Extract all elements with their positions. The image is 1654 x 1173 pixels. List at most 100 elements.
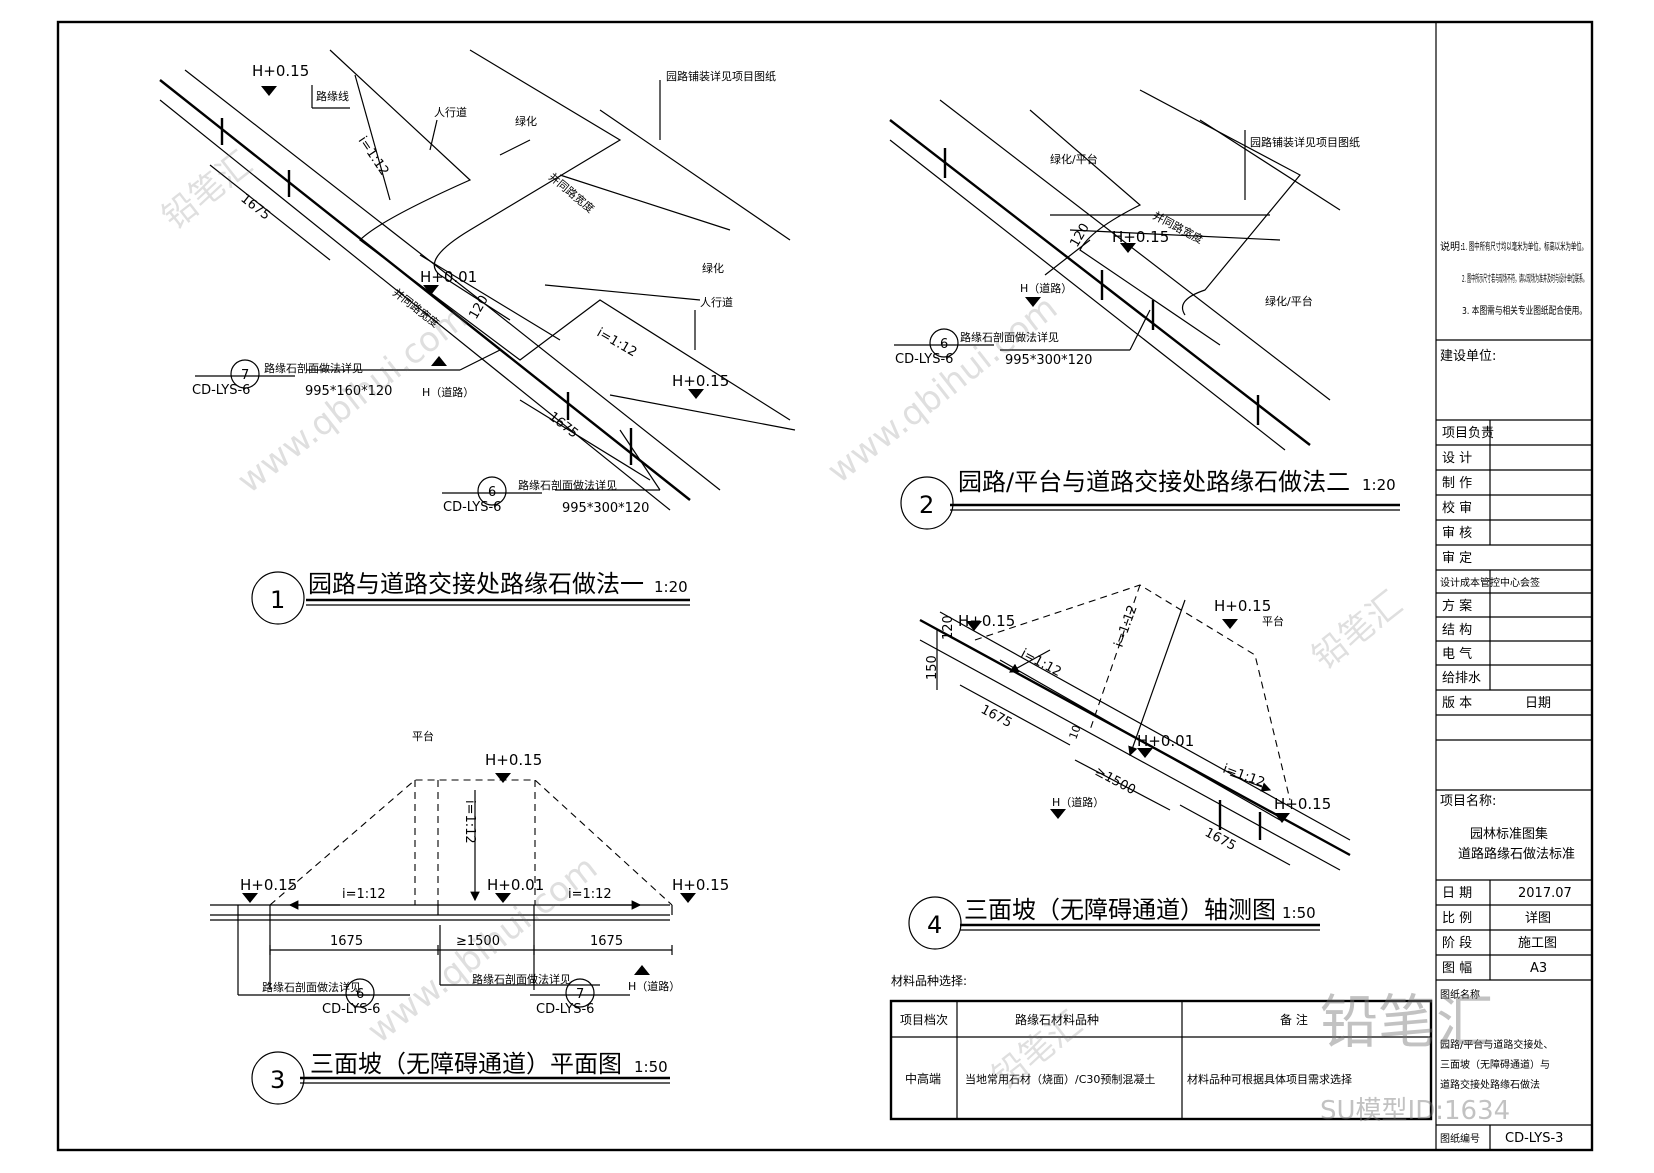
detail-4: 平台 H+0.15 H+0.15 H+0.01 H+0.15 i=1:12 i=… xyxy=(908,584,1351,950)
d3-num: 3 xyxy=(270,1066,285,1094)
d4-title: 三面坡（无障碍通道）轴测图 xyxy=(964,896,1276,924)
tb-discipline-1: 结 构 xyxy=(1442,623,1472,638)
d2-scale: 1:20 xyxy=(1362,476,1396,494)
d1-green-a: 绿化 xyxy=(515,114,537,128)
tb-version: 版 本 xyxy=(1442,696,1472,711)
tb-row-4: 审 核 xyxy=(1442,526,1472,541)
d1-sidewalk-b: 人行道 xyxy=(700,295,733,309)
d3-h-mid: H+0.01 xyxy=(487,876,544,894)
d2-h-015: H+0.15 xyxy=(1112,228,1169,246)
tb-drawing-name-label: 图纸名称 xyxy=(1440,988,1480,1001)
tb-project-name-1: 园林标准图集 xyxy=(1470,826,1548,842)
d2-green-a: 绿化/平台 xyxy=(1050,152,1098,166)
d4-dim-10: 10 xyxy=(1067,723,1084,741)
tb-discipline-2: 电 气 xyxy=(1442,646,1472,662)
d3-platform: 平台 xyxy=(412,729,434,743)
d1-ref6-note: 路缘石剖面做法详见 xyxy=(518,478,617,492)
materials-table: 材料品种选择: 项目档次 路缘石材料品种 备 注 中高端 当地常用石材（烧面）/… xyxy=(889,974,1433,1121)
d1-ref6-code: CD-LYS-6 xyxy=(443,500,501,515)
d4-scale: 1:50 xyxy=(1282,904,1316,922)
d1-paving-note: 园路铺装详见项目图纸 xyxy=(666,69,776,83)
d3-ref7-code: CD-LYS-6 xyxy=(536,1002,594,1017)
materials-row-note: 材料品种可根据具体项目需求选择 xyxy=(1187,1072,1352,1086)
d3-h-left: H+0.15 xyxy=(240,876,297,894)
d3-h-top: H+0.15 xyxy=(485,751,542,769)
tb-row-3: 校 审 xyxy=(1442,500,1472,516)
d4-dim-a: 1675 xyxy=(978,702,1014,731)
d3-title: 三面坡（无障碍通道）平面图 xyxy=(310,1050,622,1078)
tb-note1: 1. 图中所有尺寸均以毫米为单位，标高以米为单位。 xyxy=(1462,240,1587,253)
d1-ref7-note: 路缘石剖面做法详见 xyxy=(264,361,363,375)
d2-dim-120: 120 xyxy=(1067,221,1092,250)
d2-paving-note: 园路铺装详见项目图纸 xyxy=(1250,135,1360,149)
tb-stage-value: 施工图 xyxy=(1518,936,1557,951)
d4-h-l: H+0.15 xyxy=(958,612,1015,630)
tb-drawing-name-1: 园路/平台与道路交接处、 xyxy=(1440,1038,1553,1051)
d4-slope-a: i=1:12 xyxy=(1018,646,1064,680)
materials-heading: 材料品种选择: xyxy=(891,974,967,988)
detail-3: 平台 H+0.15 H+0.15 H+0.01 H+0.15 i=1:12 i=… xyxy=(210,729,729,1105)
d1-ref7-code: CD-LYS-6 xyxy=(192,383,250,398)
d3-dim-r: 1675 xyxy=(590,934,623,949)
tb-drawing-no-value: CD-LYS-3 xyxy=(1505,1131,1563,1146)
tb-scale-value: 详图 xyxy=(1525,911,1551,926)
d3-h-right: H+0.15 xyxy=(672,876,729,894)
tb-size-label: 图 幅 xyxy=(1442,961,1472,976)
d3-road: H（道路） xyxy=(628,979,680,993)
d1-sidewalk-a: 人行道 xyxy=(434,105,467,119)
tb-date-value: 2017.07 xyxy=(1518,886,1572,901)
detail-2: 绿化/平台 绿化/平台 园路铺装详见项目图纸 并同路宽度 120 H+0.15 … xyxy=(889,89,1400,530)
tb-row-5: 审 定 xyxy=(1442,551,1472,566)
tb-discipline-3: 给排水 xyxy=(1442,671,1481,686)
d4-slope-c: i=1:12 xyxy=(1221,762,1267,791)
d2-ref-num: 6 xyxy=(940,337,948,352)
tb-project-name-2: 道路路缘石做法标准 xyxy=(1458,846,1575,862)
d1-h-001: H+0.01 xyxy=(420,268,477,286)
tb-drawing-name-3: 道路交接处路缘石做法 xyxy=(1440,1078,1540,1091)
d1-ref6-num: 6 xyxy=(488,485,496,500)
d2-num: 2 xyxy=(919,491,934,519)
d3-slope-r: i=1:12 xyxy=(568,887,612,902)
tb-client: 建设单位: xyxy=(1440,349,1496,364)
d3-dim-m: ≥1500 xyxy=(456,934,500,949)
d4-road: H（道路） xyxy=(1052,795,1104,809)
d4-dim-b: ≥1500 xyxy=(1092,764,1138,798)
d2-ref-size: 995*300*120 xyxy=(1005,353,1092,368)
tb-note3: 3. 本图需与相关专业图纸配合使用。 xyxy=(1462,304,1587,317)
materials-col2: 路缘石材料品种 xyxy=(1015,1012,1099,1027)
materials-row-material: 当地常用石材（烧面）/C30预制混凝土 xyxy=(965,1072,1155,1086)
d1-width-note-a: 并同路宽度 xyxy=(546,170,597,216)
d1-h-top: H+0.15 xyxy=(252,62,309,80)
d3-scale: 1:50 xyxy=(634,1058,668,1076)
d1-slope-b: i=1:12 xyxy=(594,325,639,360)
d4-h-top: H+0.15 xyxy=(1214,597,1271,615)
tb-drawing-name-2: 三面坡（无障碍通道）与 xyxy=(1440,1058,1550,1071)
d1-dim-120: 120 xyxy=(466,293,491,322)
d3-slope-l: i=1:12 xyxy=(342,887,386,902)
d3-ref6-note: 路缘石剖面做法详见 xyxy=(262,980,361,994)
tb-date-label: 日 期 xyxy=(1442,886,1472,901)
d3-slope-v: i=1:12 xyxy=(462,800,477,844)
tb-discipline-0: 方 案 xyxy=(1442,598,1472,614)
d1-ref6-size: 995*300*120 xyxy=(562,501,649,516)
d4-num: 4 xyxy=(927,911,942,939)
d3-dim-l: 1675 xyxy=(330,934,363,949)
d1-ref7-size: 995*160*120 xyxy=(305,384,392,399)
d1-width-note-b: 并同路宽度 xyxy=(390,285,442,330)
tb-row-2: 制 作 xyxy=(1442,476,1472,491)
materials-row-grade: 中高端 xyxy=(905,1071,941,1086)
d1-scale: 1:20 xyxy=(654,578,688,596)
title-block: 说明: 1. 图中所有尺寸均以毫米为单位，标高以米为单位。 2. 图中所示尺寸若… xyxy=(1436,240,1592,1150)
sheet-border xyxy=(56,20,1594,1152)
d2-road: H（道路） xyxy=(1020,281,1072,295)
tb-design-center: 设计成本管控中心会签 xyxy=(1440,576,1540,589)
d2-ref-code: CD-LYS-6 xyxy=(895,352,953,367)
d1-road: H（道路） xyxy=(422,385,474,399)
d3-ref6-num: 6 xyxy=(356,987,364,1002)
detail-1: H+0.15 路缘线 人行道 绿化 园路铺装详见项目图纸 绿化 人行道 i=1:… xyxy=(159,49,796,625)
d1-kerb-line: 路缘线 xyxy=(316,89,349,103)
tb-row-0: 项目负责 xyxy=(1442,426,1494,441)
d4-platform: 平台 xyxy=(1262,614,1284,628)
